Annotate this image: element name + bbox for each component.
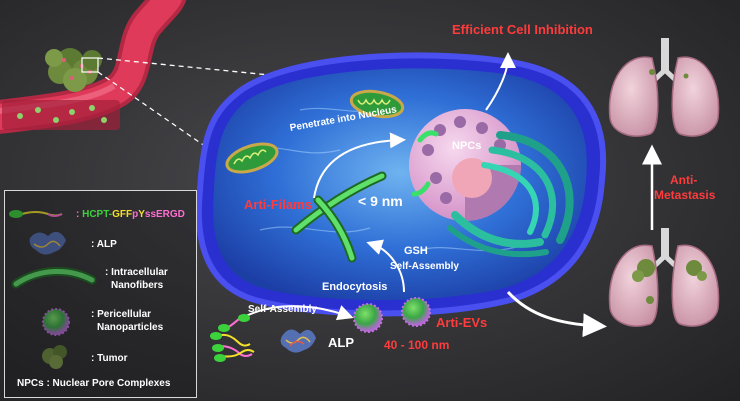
arti-filams-nanofiber <box>291 171 387 263</box>
npcs-label: NPCs <box>452 140 482 152</box>
legend-peptide-head-icon <box>9 210 23 218</box>
legend-alp-label: : ALP <box>91 239 117 250</box>
legend-nanoparticle-label-1: : Pericellular <box>91 309 152 320</box>
endoplasmic-reticulum <box>447 131 574 258</box>
nucleus <box>409 109 521 221</box>
lungs-metastatic <box>608 228 720 327</box>
legend-tumor-label: : Tumor <box>91 353 128 364</box>
vessel-nanoparticles <box>17 105 107 123</box>
arrow-penetrate <box>313 132 406 199</box>
legend-peptide-hcpt: HCPT- <box>82 209 113 220</box>
mitochondrion-left <box>225 142 279 174</box>
anti-metastasis-label-2: Metastasis <box>654 188 716 202</box>
legend-peptide-label: : HCPT-GFFpYssERGD <box>76 209 185 220</box>
legend-nanofiber-label-1: : Intracellular <box>105 267 168 278</box>
lung-tumors <box>632 259 707 304</box>
alp-enzyme <box>280 329 316 353</box>
efficient-cell-inhibition-label: Efficient Cell Inhibition <box>452 22 593 37</box>
legend-box: : HCPT-GFFpYssERGD : ALP : Intracellular… <box>4 190 197 398</box>
legend-footnote: NPCs : Nuclear Pore Complexes <box>17 378 171 389</box>
legend-peptide-p: p <box>132 209 139 220</box>
alp-self-assembly-label: Self-Assembly <box>248 304 317 315</box>
arrow-self-assembly <box>366 239 405 293</box>
mitochondrion-top <box>349 89 405 119</box>
lungs-healthy <box>608 38 720 137</box>
arrow-to-inhibition <box>485 52 516 111</box>
alp-label: ALP <box>328 335 354 350</box>
legend-peptide-sserdg: ssERGD <box>144 209 185 220</box>
legend-nanoparticle-label-2: Nanoparticles <box>97 322 164 333</box>
legend-nanofiber-label-2: Nanofibers <box>111 280 164 291</box>
nanoparticle-size-label: 40 - 100 nm <box>384 338 450 352</box>
zoom-box <box>81 57 99 73</box>
peptide-monomers <box>210 314 255 362</box>
arti-filams-label: Arti-Filams <box>244 197 312 212</box>
legend-peptide-gff: GFF <box>112 209 133 220</box>
legend-peptide-y: Y <box>138 209 145 220</box>
arrow-to-lungs <box>506 290 607 338</box>
pericellular-nanoparticles <box>353 297 431 333</box>
fiber-size-label: < 9 nm <box>358 193 403 209</box>
gsh-label: GSH <box>404 245 428 257</box>
legend-nanoparticle-icon <box>42 308 70 336</box>
endocytosis-label: Endocytosis <box>322 281 388 293</box>
gsh-self-assembly-label: Self-Assembly <box>390 261 459 272</box>
legend-icons <box>9 210 97 369</box>
legend-tumor-icon <box>42 345 67 369</box>
blood-vessel <box>0 0 301 161</box>
zoom-line-top <box>97 57 301 79</box>
arrow-alp-assembly <box>245 305 354 321</box>
arti-evs-label: Arti-EVs <box>436 315 488 330</box>
anti-metastasis-label-1: Anti- <box>670 173 698 187</box>
